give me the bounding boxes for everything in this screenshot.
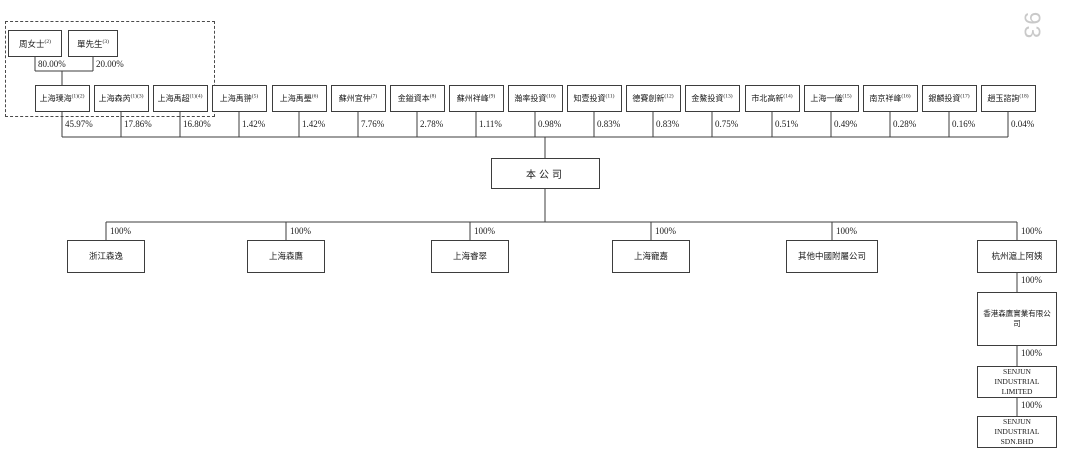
shareholder-box: 上海禹超(1)(4)	[152, 85, 208, 112]
ownership-percent-label: 0.75%	[715, 119, 739, 129]
shareholder-box: 銀麟投資(17)	[921, 85, 977, 112]
footnote-marker: (18)	[1019, 93, 1029, 100]
shareholder-name: 蘇州宜仲	[338, 93, 371, 103]
ownership-percent-label: 80.00%	[38, 59, 66, 69]
subsidiary-box: 上海森鷹	[247, 240, 325, 273]
ownership-percent-label: 17.86%	[124, 119, 152, 129]
ownership-percent-label: 0.28%	[893, 119, 917, 129]
ownership-percent-label: 20.00%	[96, 59, 124, 69]
footnote-marker: (10)	[546, 93, 556, 100]
shareholder-box: 德賽創新(12)	[625, 85, 681, 112]
founder-name: 周女士	[19, 38, 45, 49]
chain-company-box: SENJUN INDUSTRIAL LIMITED	[977, 366, 1057, 398]
founder-name: 單先生	[77, 38, 103, 49]
shareholder-name: 上海一儀	[810, 93, 843, 103]
founder-box-zhou: 周女士(2)	[8, 30, 62, 57]
shareholder-name: 銀麟投資	[928, 93, 961, 103]
shareholder-box: 趙玉諮詢(18)	[980, 85, 1036, 112]
ownership-percent-label: 100%	[655, 226, 676, 236]
shareholder-name: 上海禹超	[157, 93, 190, 103]
footnote-marker: (1)(3)	[130, 93, 144, 100]
ownership-percent-label: 100%	[1021, 226, 1042, 236]
shareholder-name: 上海禹翀	[219, 93, 252, 103]
subsidiary-box: 其他中國附屬公司	[786, 240, 878, 273]
footnote-marker: (7)	[370, 93, 378, 100]
ownership-percent-label: 100%	[836, 226, 857, 236]
ownership-percent-label: 100%	[1021, 400, 1042, 410]
shareholder-name: 趙玉諮詢	[987, 93, 1020, 103]
ownership-percent-label: 0.51%	[775, 119, 799, 129]
shareholder-box: 蘇州祥峰(9)	[448, 85, 504, 112]
chain-company-box: SENJUN INDUSTRIAL SDN.BHD	[977, 416, 1057, 448]
footnote-marker: (13)	[723, 93, 733, 100]
footnote-marker: (16)	[901, 93, 911, 100]
footnote-marker: (2)	[44, 38, 51, 45]
shareholder-box: 南京祥峰(16)	[862, 85, 918, 112]
footnote-marker: (15)	[842, 93, 852, 100]
ownership-percent-label: 0.04%	[1011, 119, 1035, 129]
shareholder-box: 上海璞海(1)(2)	[34, 85, 90, 112]
shareholder-name: 蘇州祥峰	[456, 93, 489, 103]
shareholder-name: 市北高新	[751, 93, 784, 103]
shareholder-box: 知壹投資(11)	[566, 85, 622, 112]
shareholder-name: 德賽創新	[632, 93, 665, 103]
shareholder-box: 瀚率投資(10)	[507, 85, 563, 112]
shareholder-name: 金鰲投資	[691, 93, 724, 103]
shareholder-box: 上海森芮(1)(3)	[93, 85, 149, 112]
ownership-percent-label: 1.11%	[479, 119, 502, 129]
shareholder-name: 南京祥峰	[869, 93, 902, 103]
shareholder-box: 蘇州宜仲(7)	[330, 85, 386, 112]
shareholder-box: 上海禹璺(6)	[271, 85, 327, 112]
shareholder-box: 上海禹翀(5)	[211, 85, 267, 112]
footnote-marker: (12)	[664, 93, 674, 100]
subsidiary-box: 上海寵嘉	[612, 240, 690, 273]
company-box: 本公司	[491, 158, 600, 189]
footnote-marker: (5)	[251, 93, 259, 100]
controlling-group-dashed-box	[5, 21, 215, 117]
ownership-percent-label: 0.83%	[597, 119, 621, 129]
shareholder-name: 上海禹璺	[279, 93, 312, 103]
ownership-percent-label: 100%	[110, 226, 131, 236]
footnote-marker: (6)	[311, 93, 319, 100]
shareholder-name: 上海璞海	[39, 93, 72, 103]
ownership-percent-label: 100%	[290, 226, 311, 236]
shareholder-box: 市北高新(14)	[744, 85, 800, 112]
ownership-percent-label: 7.76%	[361, 119, 385, 129]
page-number: 93	[1019, 11, 1046, 40]
ownership-percent-label: 0.16%	[952, 119, 976, 129]
shareholder-box: 上海一儀(15)	[803, 85, 859, 112]
shareholder-name: 瀚率投資	[514, 93, 547, 103]
founder-box-shan: 單先生(3)	[68, 30, 118, 57]
ownership-percent-label: 1.42%	[302, 119, 326, 129]
ownership-percent-label: 1.42%	[242, 119, 266, 129]
ownership-percent-label: 0.83%	[656, 119, 680, 129]
footnote-marker: (1)(4)	[189, 93, 203, 100]
subsidiary-box: 上海睿翠	[431, 240, 509, 273]
subsidiary-box: 浙江森逸	[67, 240, 145, 273]
shareholder-name: 上海森芮	[98, 93, 131, 103]
ownership-percent-label: 100%	[1021, 275, 1042, 285]
footnote-marker: (9)	[488, 93, 496, 100]
chain-company-box: 香港森鷹實業有限公司	[977, 292, 1057, 346]
footnote-marker: (1)(2)	[71, 93, 85, 100]
footnote-marker: (8)	[429, 93, 437, 100]
shareholder-box: 金鰲投資(13)	[684, 85, 740, 112]
shareholder-name: 金鎰資本	[397, 93, 430, 103]
ownership-percent-label: 45.97%	[65, 119, 93, 129]
footnote-marker: (3)	[102, 38, 109, 45]
footnote-marker: (11)	[605, 93, 615, 100]
footnote-marker: (17)	[960, 93, 970, 100]
footnote-marker: (14)	[783, 93, 793, 100]
shareholder-name: 知壹投資	[573, 93, 606, 103]
ownership-percent-label: 2.78%	[420, 119, 444, 129]
ownership-percent-label: 100%	[474, 226, 495, 236]
shareholder-box: 金鎰資本(8)	[389, 85, 445, 112]
ownership-percent-label: 0.98%	[538, 119, 562, 129]
subsidiary-box: 杭州滬上阿姨	[977, 240, 1057, 273]
ownership-percent-label: 100%	[1021, 348, 1042, 358]
ownership-percent-label: 16.80%	[183, 119, 211, 129]
ownership-percent-label: 0.49%	[834, 119, 858, 129]
